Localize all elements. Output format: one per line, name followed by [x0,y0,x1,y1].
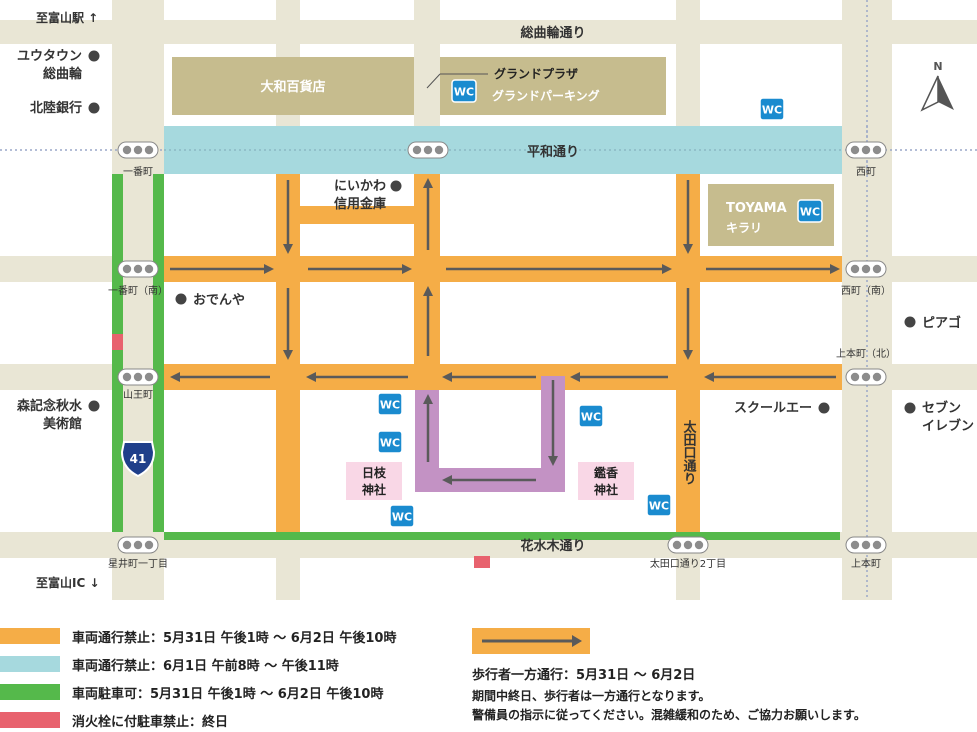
direction-to-station: 至富山駅 ↑ [36,10,98,25]
road-label-heiwa: 平和通り [527,144,579,160]
seven-label-2: イレブン [922,418,974,434]
legend-blue: 車両通行禁止：6月1日 午前8時 〜 午後11時 [72,659,339,674]
wc-icon: WC [646,493,672,517]
signal-label-otaguchi2: 太田口通り2丁目 [650,557,726,570]
hokuriku-bank-label: 北陸銀行 [30,100,82,116]
toyama-label: TOYAMA [726,201,787,216]
legend-swatch-green [0,684,60,700]
seven-label-1: セブン [922,400,961,416]
svg-text:WC: WC [380,437,400,450]
place-dot [904,402,916,414]
svg-text:WC: WC [380,399,400,412]
svg-text:WC: WC [762,104,782,117]
traffic-signal-icon [845,536,887,554]
event-traffic-map: 大和百貨店 グランドプラザ グランドパーキング TOYAMA キラリ 日枝 神社… [0,0,977,600]
legend-swatch-red [0,712,60,728]
traffic-signal-icon [845,141,887,159]
legend-green: 車両駐車可：5月31日 午後1時 〜 6月2日 午後10時 [72,687,384,702]
pedestrian-one-way-arrows [170,178,840,485]
mori-museum-label-2: 美術館 [43,416,82,432]
grand-parking-label: グランドパーキング [492,88,600,103]
route-number: 41 [130,452,147,466]
legend-arrow-note-1: 期間中終日、歩行者は一方通行となります。 [472,689,711,703]
place-dot [88,102,100,114]
legend-arrow-swatch [472,628,590,654]
direction-to-ic: 至富山IC ↓ [36,575,100,590]
wc-icon: WC [759,97,785,121]
legend-red: 消火栓に付駐車禁止：終日 [72,715,229,730]
grand-plaza-label: グランドプラザ [494,66,578,81]
school-a-label: スクールエー [734,401,812,416]
svg-text:WC: WC [454,86,474,99]
signal-label-kamihoncho: 上本町 [851,557,881,570]
signal-label-ichibancho: 一番町 [123,166,153,178]
wc-icon: WC [797,199,823,223]
utown-label-2: 総曲輪 [43,66,83,82]
legend-swatch-orange [0,628,60,644]
wc-icon: WC [389,504,415,528]
route-41-shield: 41 [120,441,156,478]
traffic-signal-icon [117,260,159,278]
grand-plaza-building [440,57,666,115]
traffic-signal-icon [845,260,887,278]
north-label: N [933,60,942,73]
wc-icon: WC [377,430,403,454]
shrine-path-purple [415,376,565,492]
legend-arrow-title: 歩行者一方通行：5月31日 〜 6月2日 [472,668,696,683]
svg-text:WC: WC [392,511,412,524]
legend-arrow-note-2: 警備員の指示に従ってください。混雑緩和のため、ご協力お願いします。 [472,708,866,722]
legend-swatch-blue [0,656,60,672]
hie-shrine [346,462,402,500]
signal-label-nishicho-minami: 西町（南） [841,284,891,297]
place-dot [390,180,402,192]
niikawa-label-2: 信用金庫 [334,196,386,212]
odenya-label: おでんや [193,293,245,308]
parking-allowed-green [112,174,840,540]
utown-label-1: ユウタウン [17,49,82,64]
piago-label: ピアゴ [922,315,961,331]
north-arrow: N [920,60,954,112]
ryuko-shrine-label-2: 神社 [594,482,618,497]
wc-icon: WC [578,404,604,428]
hydrant-no-parking [112,334,123,350]
place-dot [175,293,187,305]
traffic-signal-icon [117,368,159,386]
daiwa-building [172,57,414,115]
niikawa-label-1: にいかわ [334,179,386,194]
traffic-signals [117,141,887,554]
svg-text:WC: WC [649,500,669,513]
signal-label-ichibancho-minami: 一番町（南） [108,284,168,297]
svg-text:WC: WC [581,411,601,424]
legend-orange: 車両通行禁止：5月31日 午後1時 〜 6月2日 午後10時 [72,631,397,646]
traffic-signal-icon [117,141,159,159]
signal-label-kamihoncho-kita: 上本町（北） [836,347,896,360]
traffic-signal-icon [845,368,887,386]
hie-shrine-label-1: 日枝 [362,465,387,480]
signal-label-hoshii: 星井町一丁目 [108,557,168,570]
hydrant-no-parking [474,556,490,568]
hie-shrine-label-2: 神社 [362,482,386,497]
traffic-signal-icon [117,536,159,554]
place-dot [88,50,100,62]
ryuko-shrine [578,462,634,500]
daiwa-label: 大和百貨店 [260,79,325,95]
road-label-sogawa: 総曲輪通り [520,25,585,41]
svg-text:WC: WC [800,206,820,219]
wc-icon: WC [451,79,477,103]
traffic-signal-icon [667,536,709,554]
signal-label-nishicho: 西町 [856,167,876,178]
traffic-signal-icon [407,141,449,159]
ryuko-shrine-label-1: 鑑香 [594,465,618,480]
place-dot [818,402,830,414]
mori-museum-label-1: 森記念秋水 [17,398,83,414]
road-label-otaguchi: 太田口通り [681,419,698,485]
place-dot [904,316,916,328]
wc-icon: WC [377,392,403,416]
road-label-hanamizuki: 花水木通り [520,538,585,554]
kirari-label: キラリ [726,221,762,235]
place-dot [88,400,100,412]
signal-label-sannocho: 山王町 [123,389,153,401]
restrooms: WC WC WC WC WC WC WC WC [377,79,823,528]
